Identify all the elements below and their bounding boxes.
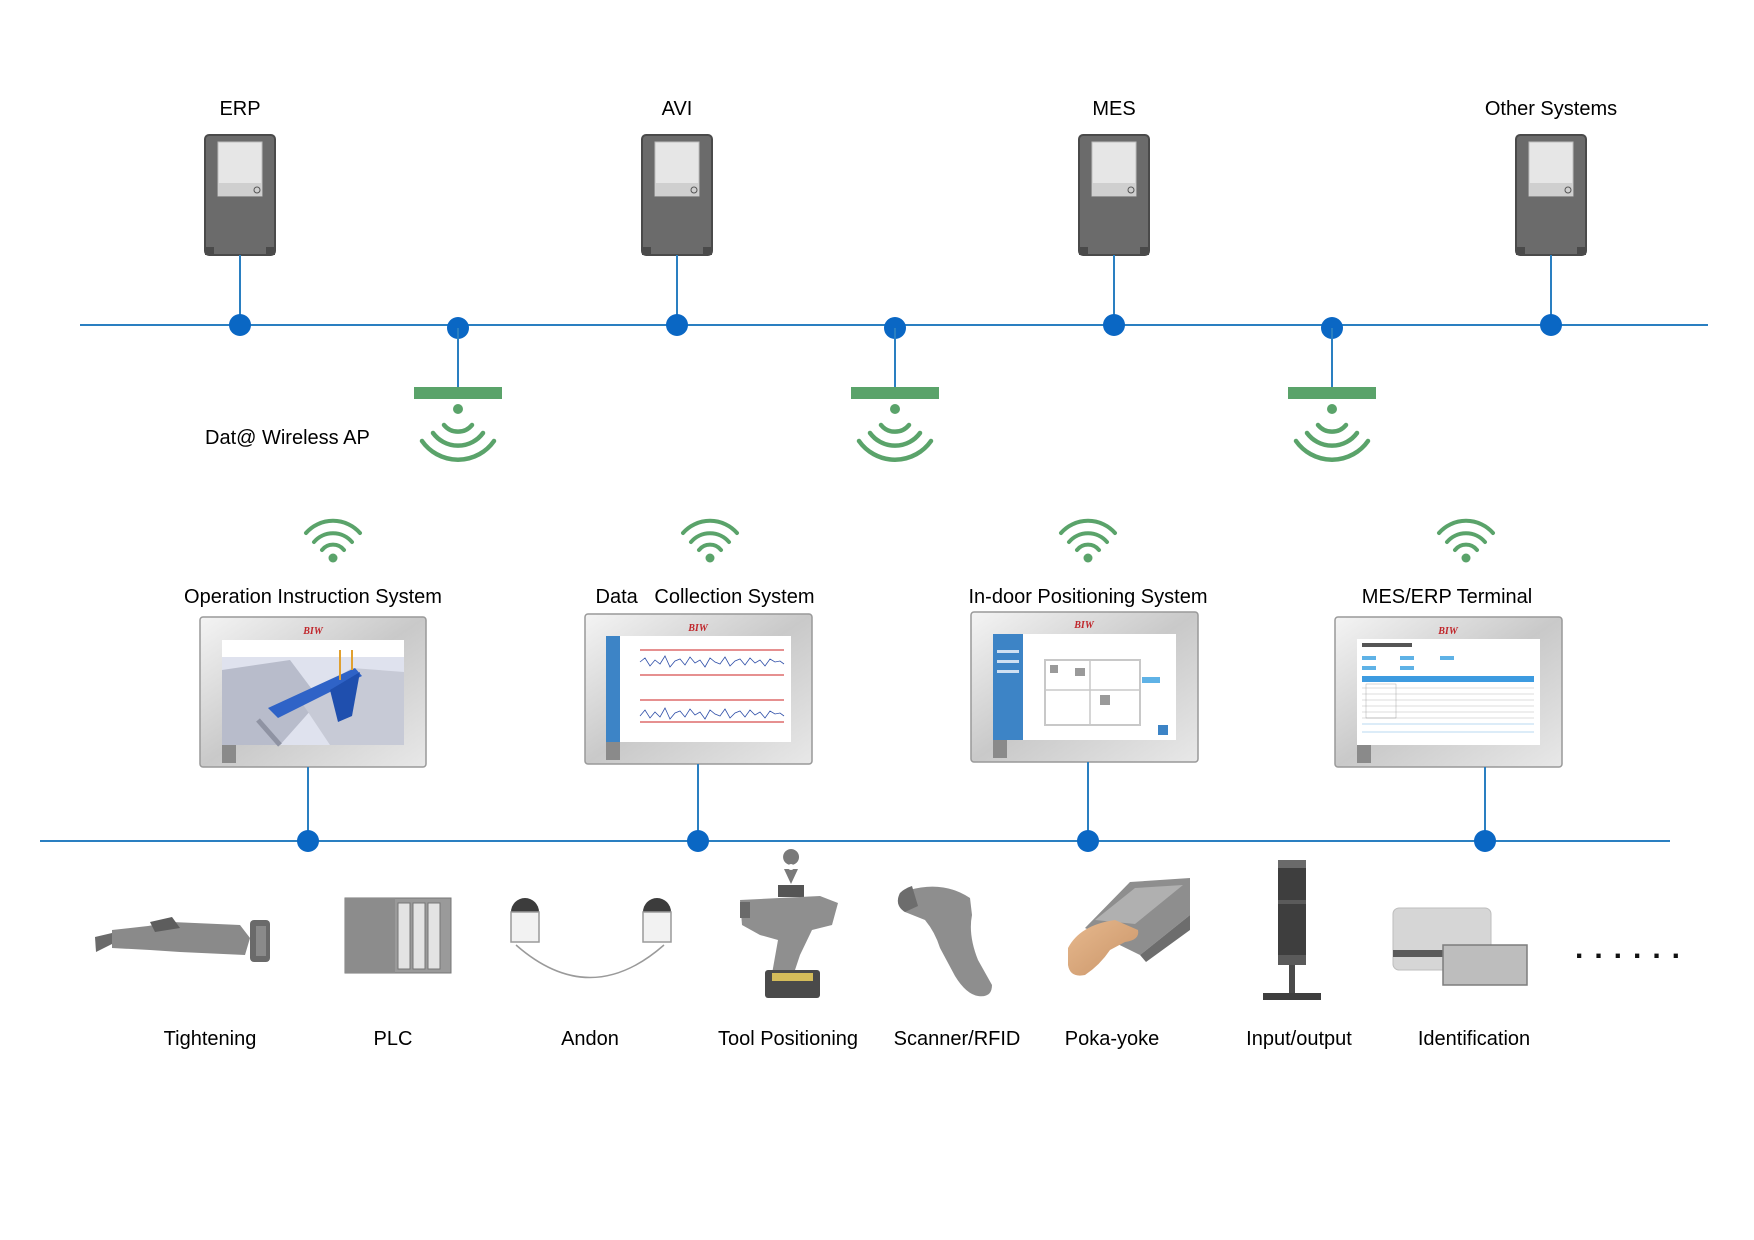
3d-instruction-screen bbox=[222, 650, 404, 763]
wireless-access-point-icon bbox=[856, 404, 934, 462]
device-label: PLC bbox=[374, 1028, 413, 1050]
device-poka-yoke: Poka-yoke bbox=[1065, 878, 1190, 1050]
brand-mark: BIW bbox=[302, 626, 324, 637]
wifi-signal-icon bbox=[304, 518, 362, 565]
barcode-scanner-icon bbox=[897, 886, 992, 997]
terminal-label: Operation Instruction System bbox=[184, 586, 442, 608]
network-node bbox=[1474, 830, 1496, 852]
andon-light-icon bbox=[510, 898, 672, 979]
terminal-indoor-positioning: In-door Positioning System BIW bbox=[968, 586, 1208, 852]
wireless-access-point-icon bbox=[1293, 404, 1371, 462]
device-label: Tool Positioning bbox=[718, 1028, 858, 1050]
network-node bbox=[229, 314, 251, 336]
signal-tower-icon bbox=[1263, 860, 1321, 1000]
wireless-access-point-3 bbox=[1288, 317, 1376, 462]
device-label: Poka-yoke bbox=[1065, 1028, 1160, 1050]
terminal-label: Data Collection System bbox=[596, 586, 815, 608]
network-node bbox=[1077, 830, 1099, 852]
wifi-signal-icon bbox=[1059, 518, 1117, 565]
wireless-access-point-icon bbox=[419, 404, 497, 462]
id-card-icon bbox=[1392, 907, 1528, 986]
server-cabinet-icon bbox=[641, 134, 713, 256]
system-label: Other Systems bbox=[1485, 98, 1617, 120]
device-label: Andon bbox=[561, 1028, 619, 1050]
brand-mark: BIW bbox=[1437, 626, 1459, 637]
waveform-chart-screen bbox=[606, 636, 785, 760]
brand-mark: BIW bbox=[1073, 620, 1095, 631]
system-label: MES bbox=[1092, 98, 1135, 120]
device-label: Input/output bbox=[1246, 1028, 1352, 1050]
more-devices-indicator: ...... bbox=[1575, 932, 1692, 965]
wireless-ap-label: Dat@ Wireless AP bbox=[205, 427, 370, 449]
wifi-signal-icon bbox=[681, 518, 739, 565]
device-scanner-rfid: Scanner/RFID bbox=[894, 886, 1021, 1050]
network-node bbox=[297, 830, 319, 852]
data-table-screen bbox=[1357, 643, 1534, 763]
network-node bbox=[687, 830, 709, 852]
system-label: ERP bbox=[219, 98, 260, 120]
floor-map-screen bbox=[993, 634, 1168, 758]
top-system-erp: ERP bbox=[204, 98, 276, 336]
top-system-other: Other Systems bbox=[1485, 98, 1617, 336]
terminal-label: In-door Positioning System bbox=[968, 586, 1207, 608]
device-input-output: Input/output bbox=[1246, 860, 1352, 1050]
terminal-data-collection: Data Collection System BIW bbox=[584, 586, 815, 852]
terminal-label: MES/ERP Terminal bbox=[1362, 586, 1532, 608]
server-cabinet-icon bbox=[1515, 134, 1587, 256]
device-identification: Identification bbox=[1392, 907, 1530, 1050]
network-node bbox=[1103, 314, 1125, 336]
device-label: Identification bbox=[1418, 1028, 1530, 1050]
device-label: Scanner/RFID bbox=[894, 1028, 1021, 1050]
nutrunner-tool-icon bbox=[95, 917, 270, 962]
cordless-tool-locator-icon bbox=[740, 849, 838, 998]
server-cabinet-icon bbox=[1078, 134, 1150, 256]
device-tightening: Tightening bbox=[95, 917, 270, 1050]
terminal-mes-erp: MES/ERP Terminal BIW bbox=[1334, 586, 1563, 852]
device-plc: PLC bbox=[344, 897, 452, 1050]
device-label: Tightening bbox=[164, 1028, 257, 1050]
system-label: AVI bbox=[662, 98, 693, 120]
terminal-operation-instruction: Operation Instruction System BIW bbox=[184, 586, 442, 852]
brand-mark: BIW bbox=[687, 623, 709, 634]
wireless-access-point-2 bbox=[851, 317, 939, 462]
wifi-signal-icon bbox=[1437, 518, 1495, 565]
server-cabinet-icon bbox=[204, 134, 276, 256]
network-node bbox=[666, 314, 688, 336]
wireless-access-point-1 bbox=[414, 317, 502, 462]
pick-to-light-bin-icon bbox=[1068, 878, 1190, 976]
top-system-avi: AVI bbox=[641, 98, 713, 336]
top-system-mes: MES bbox=[1078, 98, 1150, 336]
device-andon: Andon bbox=[510, 898, 672, 1050]
network-node bbox=[1540, 314, 1562, 336]
device-tool-positioning: Tool Positioning bbox=[718, 849, 858, 1050]
plc-module-icon bbox=[344, 897, 452, 974]
